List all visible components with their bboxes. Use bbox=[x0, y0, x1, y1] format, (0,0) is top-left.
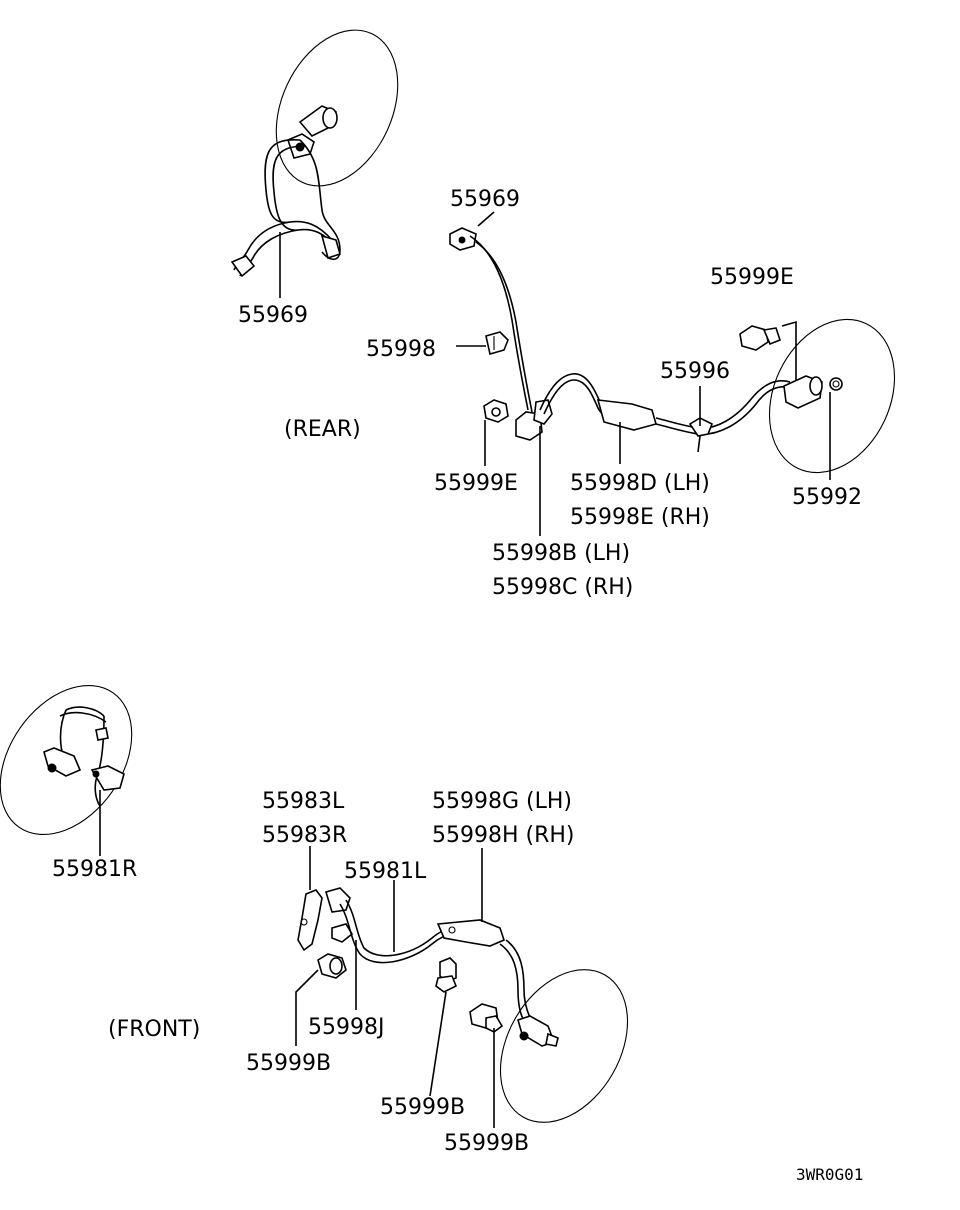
front-section: 55981R 55983L 55983R 55981L 55998G (LH) … bbox=[0, 684, 629, 1156]
callout-55998g: 55998G (LH) bbox=[432, 789, 572, 814]
callout-55992: 55992 bbox=[792, 485, 862, 510]
rear-main-harness bbox=[449, 227, 793, 453]
front-section-title: (FRONT) bbox=[108, 1017, 200, 1042]
leader-55999b-mid bbox=[429, 991, 447, 1097]
bracket-55983 bbox=[297, 889, 323, 952]
detail-ellipse-rear-left bbox=[275, 29, 399, 187]
drawing-code: 3WR0G01 bbox=[796, 1165, 863, 1184]
callout-55999b-left: 55999B bbox=[246, 1051, 331, 1076]
clip-55998 bbox=[485, 331, 509, 356]
callout-55981l: 55981L bbox=[344, 859, 427, 884]
rear-left-sensor bbox=[287, 105, 338, 159]
bolt-55999b-left bbox=[317, 953, 347, 979]
callout-55996: 55996 bbox=[660, 359, 730, 384]
leader-55999b-left bbox=[295, 969, 319, 1046]
front-left-sensor bbox=[43, 706, 125, 807]
detail-ellipse-rear-right bbox=[768, 318, 896, 474]
front-main-harness bbox=[325, 887, 533, 1025]
callout-55999b-right: 55999B bbox=[444, 1131, 529, 1156]
detail-ellipse-front-right bbox=[499, 969, 629, 1123]
bolt-55999b-mid bbox=[435, 957, 458, 993]
callout-55983l: 55983L bbox=[262, 789, 345, 814]
callout-55969-left: 55969 bbox=[238, 303, 308, 328]
callout-55983r: 55983R bbox=[262, 823, 347, 848]
callout-55998: 55998 bbox=[366, 337, 436, 362]
rear-left-harness bbox=[230, 139, 341, 278]
bolt-55999b-right bbox=[469, 1003, 504, 1033]
callout-55998d: 55998D (LH) bbox=[570, 471, 710, 496]
rear-section-title: (REAR) bbox=[284, 417, 361, 442]
front-right-sensor bbox=[517, 1015, 559, 1047]
rear-section: 55969 55969 55998 bbox=[230, 29, 896, 600]
bolt-55999e-mid bbox=[483, 399, 509, 423]
callout-55998e: 55998E (RH) bbox=[570, 505, 710, 530]
rear-right-sensor bbox=[783, 375, 843, 409]
callout-55998b: 55998B (LH) bbox=[492, 541, 630, 566]
callout-55999b-mid: 55999B bbox=[380, 1095, 465, 1120]
callout-55998h: 55998H (RH) bbox=[432, 823, 575, 848]
callout-55998c: 55998C (RH) bbox=[492, 575, 633, 600]
callout-55999e-mid: 55999E bbox=[434, 471, 518, 496]
leader-55969-top bbox=[477, 211, 495, 227]
callout-55969-top: 55969 bbox=[450, 187, 520, 212]
callout-55998j: 55998J bbox=[308, 1015, 384, 1040]
detail-ellipse-front-left bbox=[0, 684, 133, 836]
leader-55999e-top bbox=[781, 320, 797, 382]
callout-55981r: 55981R bbox=[52, 857, 137, 882]
callout-55999e-top: 55999E bbox=[710, 265, 794, 290]
bolt-55999e-top bbox=[739, 325, 781, 351]
